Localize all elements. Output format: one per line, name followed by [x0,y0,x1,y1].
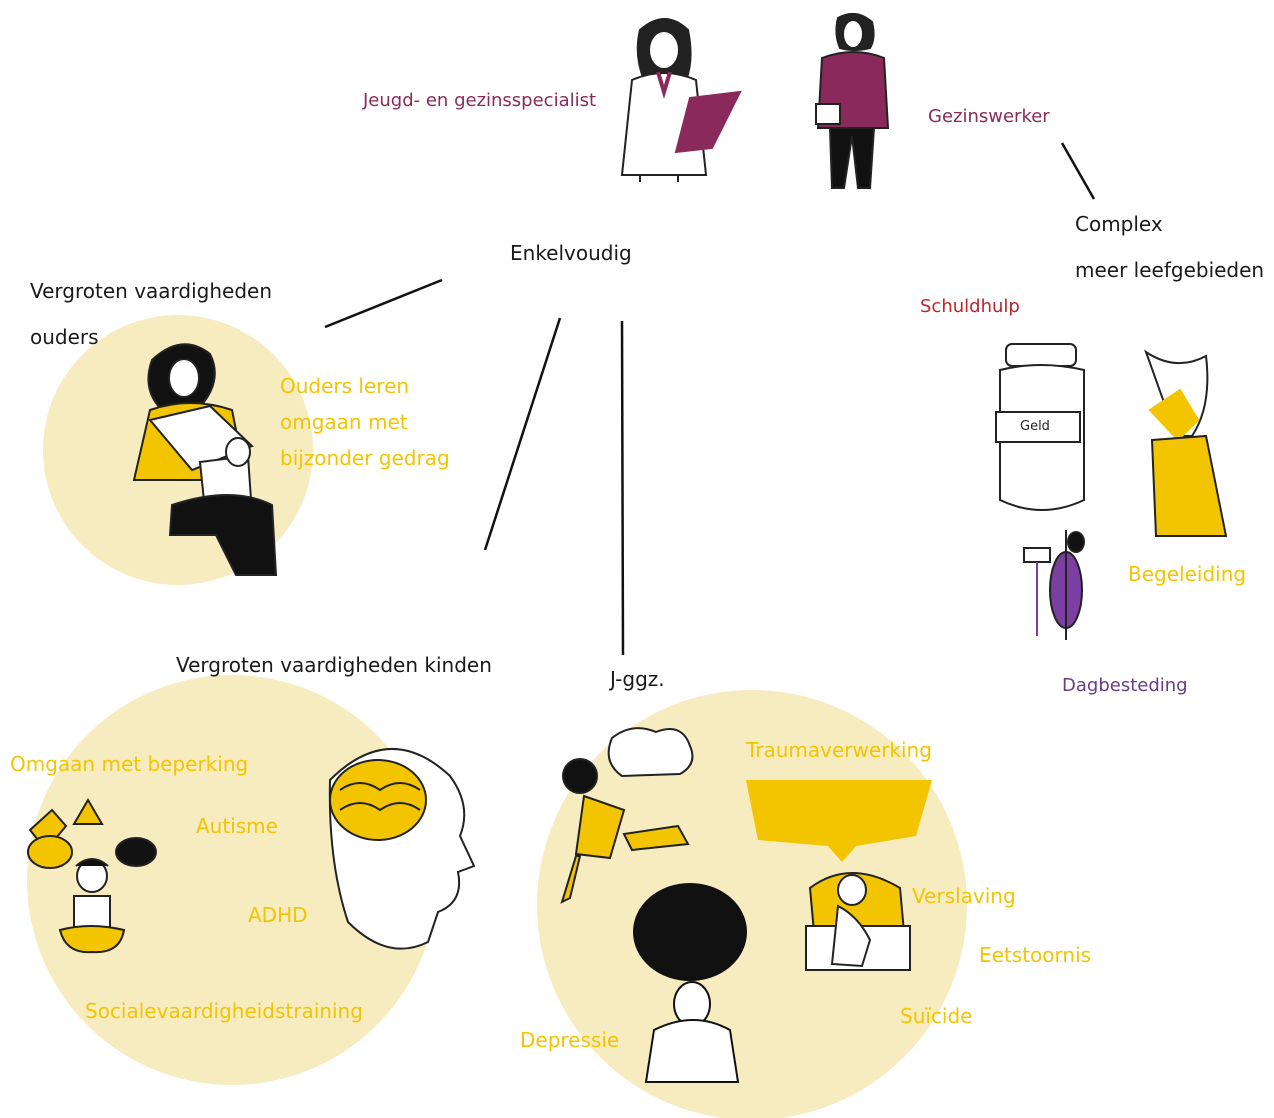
service-guidance: Begeleiding [1128,562,1247,586]
cellist-illustration [1023,530,1085,640]
parents-text-line1: Ouders leren [280,374,410,398]
specialist-illustration [620,18,742,182]
jar-label: Geld [1020,419,1050,434]
role-family-worker: Gezinswerker [928,106,1050,127]
parents-text-line3: bijzonder gedrag [280,446,450,470]
children-item-adhd: ADHD [248,903,308,927]
running-girl-illustration [560,727,694,904]
jggz-item-eating-disorder: Eetstoornis [979,943,1092,967]
connector-children [483,317,562,551]
thought-bubble-illustration [746,780,932,862]
node-simple: Enkelvoudig [510,241,632,265]
node-parents-skills-line2: ouders [30,325,99,349]
child-covering-ears-illustration [27,798,157,954]
jggz-item-addiction: Verslaving [912,884,1016,908]
parents-text-line2: omgaan met [280,410,408,434]
node-complex: Complex [1075,212,1163,236]
jggz-item-suicide: Suïcide [900,1004,973,1028]
jggz-item-depression: Depressie [520,1028,620,1052]
connector-complex [1060,142,1096,200]
hands-illustration [1144,349,1228,537]
service-daytime-activities: Dagbesteding [1062,675,1188,696]
node-parents-skills: Vergroten vaardigheden [30,279,273,303]
children-item-social-skills: Socialevaardigheidstraining [85,999,363,1023]
children-item-disability: Omgaan met beperking [10,752,249,776]
node-jggz: J-ggz. [610,667,665,691]
scribble-head-illustration [633,883,747,1083]
service-debt-help: Schuldhulp [920,296,1020,317]
connector-parents [324,278,443,329]
woman-in-chair-illustration [805,872,911,971]
node-complex-subtitle: meer leefgebieden [1075,258,1265,282]
brain-head-illustration [328,748,476,950]
role-youth-family-specialist: Jeugd- en gezinsspecialist [363,90,597,111]
mother-reading-illustration [132,343,278,576]
family-worker-illustration [815,12,890,189]
money-jar-illustration [995,343,1085,511]
jggz-item-trauma: Traumaverwerking [746,738,932,762]
children-item-autism: Autisme [196,814,278,838]
connector-jggz [620,320,625,656]
node-children-skills: Vergroten vaardigheden kinden [176,653,492,677]
